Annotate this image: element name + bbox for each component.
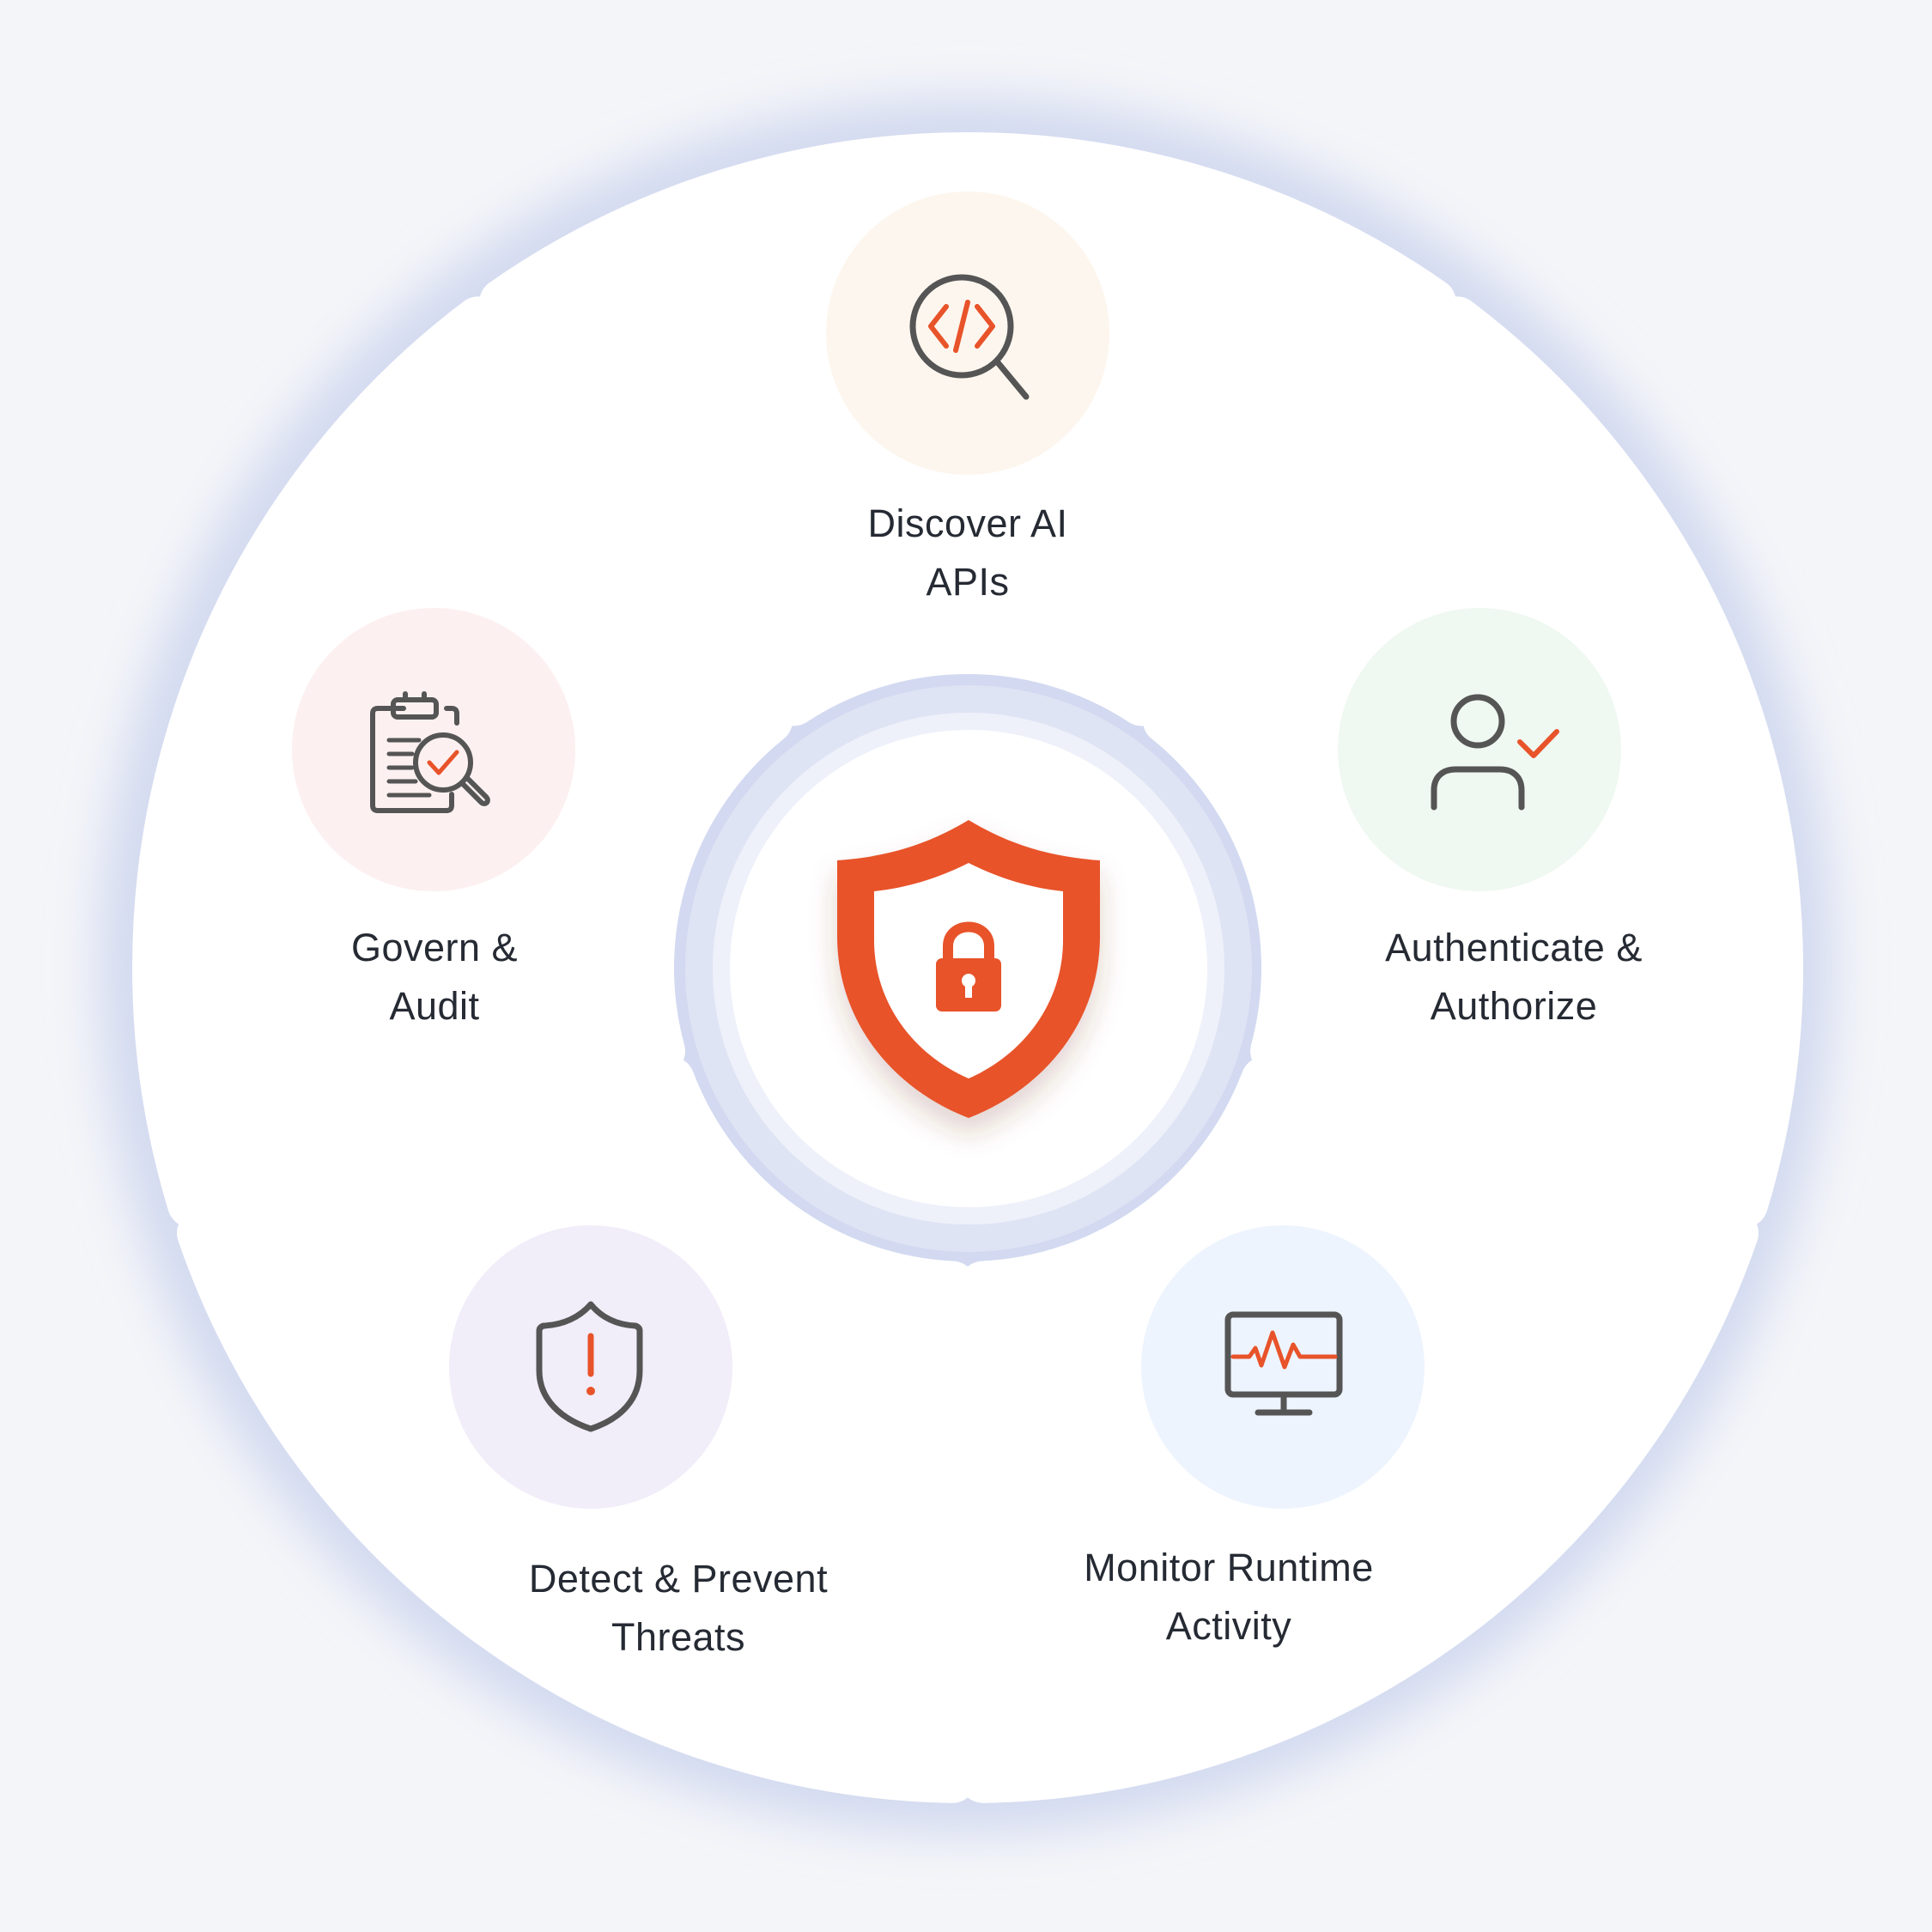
monitor-pulse-icon bbox=[1224, 1311, 1343, 1416]
label-monitor: Monitor Runtime Activity bbox=[1005, 1539, 1452, 1656]
authenticate-icon-circle bbox=[1338, 608, 1621, 891]
label-authenticate-line1: Authenticate & bbox=[1385, 926, 1643, 969]
label-monitor-line1: Monitor Runtime bbox=[1084, 1546, 1374, 1589]
label-detect-line2: Threats bbox=[611, 1615, 746, 1659]
shield-alert-icon bbox=[536, 1301, 643, 1432]
label-discover-line1: Discover AI bbox=[867, 501, 1068, 545]
label-discover-line2: APIs bbox=[926, 560, 1010, 604]
label-authenticate-line2: Authorize bbox=[1430, 984, 1598, 1028]
discover-icon-circle bbox=[826, 191, 1109, 475]
clipboard-audit-icon bbox=[370, 691, 490, 813]
label-discover: Discover AI APIs bbox=[744, 495, 1191, 611]
shield-lock-icon bbox=[837, 820, 1100, 1118]
label-detect: Detect & Prevent Threats bbox=[455, 1550, 902, 1667]
code-search-icon bbox=[909, 274, 1030, 400]
label-detect-line1: Detect & Prevent bbox=[528, 1557, 829, 1601]
label-govern: Govern & Audit bbox=[211, 919, 658, 1036]
label-monitor-line2: Activity bbox=[1165, 1604, 1292, 1648]
label-govern-line1: Govern & bbox=[350, 926, 519, 969]
user-check-icon bbox=[1431, 694, 1559, 811]
label-authenticate: Authenticate & Authorize bbox=[1291, 919, 1737, 1036]
label-govern-line2: Audit bbox=[389, 984, 480, 1028]
